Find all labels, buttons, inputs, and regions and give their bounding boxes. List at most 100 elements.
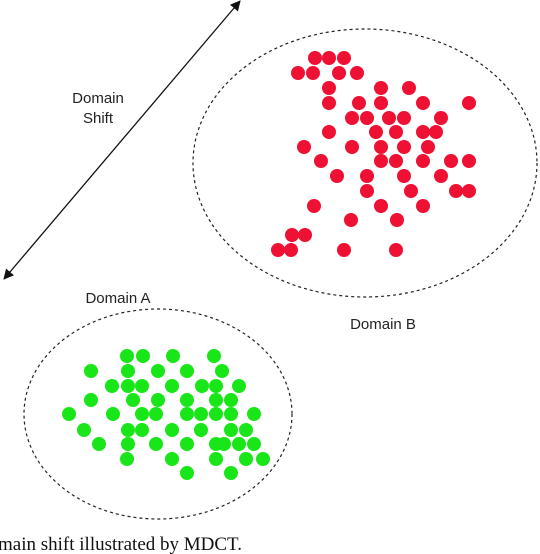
domain-a-point [247, 407, 261, 421]
domain-a-point [136, 349, 150, 363]
domain-a-point [194, 407, 208, 421]
domain-b-points [271, 51, 476, 257]
domain-a-point [217, 437, 231, 451]
domain-b-point [416, 154, 430, 168]
domain-b-point [462, 154, 476, 168]
domain-a-point [165, 452, 179, 466]
domain-a-point [209, 379, 223, 393]
domain-b-point [337, 51, 351, 65]
domain-b-point [322, 96, 336, 110]
domain-a-point [232, 379, 246, 393]
domain-a-point [209, 407, 223, 421]
domain-b-point [344, 213, 358, 227]
domain-a-point [180, 393, 194, 407]
domain-shift-label-line2: Shift [83, 110, 114, 127]
domain-b-point [298, 228, 312, 242]
domain-a-point [121, 364, 135, 378]
domain-a-point [180, 466, 194, 480]
domain-a-point [135, 379, 149, 393]
domain-b-point [332, 66, 346, 80]
domain-a-point [77, 423, 91, 437]
domain-a-point [195, 379, 209, 393]
domain-a-point [84, 364, 98, 378]
domain-b-point [337, 243, 351, 257]
domain-a-point [120, 452, 134, 466]
domain-b-point [360, 111, 374, 125]
domain-a-point [224, 423, 238, 437]
domain-b-point [416, 125, 430, 139]
domain-b-point [402, 81, 416, 95]
domain-b-point [285, 228, 299, 242]
domain-a-points [62, 349, 270, 480]
domain-b-point [374, 96, 388, 110]
domain-a-point [209, 452, 223, 466]
domain-a-point [92, 437, 106, 451]
domain-b-point [314, 154, 328, 168]
domain-b-point [397, 140, 411, 154]
domain-a-point [209, 393, 223, 407]
domain-a-point [121, 423, 135, 437]
domain-a-point [106, 407, 120, 421]
domain-a-point [149, 407, 163, 421]
domain-b-point [434, 169, 448, 183]
domain-b-point [352, 96, 366, 110]
domain-b-point [462, 184, 476, 198]
domain-shift-label-line1: Domain [72, 90, 124, 107]
domain-b-point [291, 66, 305, 80]
domain-b-point [369, 125, 383, 139]
domain-a-point [84, 393, 98, 407]
domain-b-point [416, 96, 430, 110]
domain-a-point [166, 349, 180, 363]
domain-a-point [151, 393, 165, 407]
domain-b-point [322, 51, 336, 65]
domain-a-point [232, 437, 246, 451]
domain-a-point [135, 407, 149, 421]
domain-b-point [297, 140, 311, 154]
domain-b-point [444, 154, 458, 168]
domain-a-point [149, 437, 163, 451]
domain-b-point [421, 140, 435, 154]
domain-a-point [121, 379, 135, 393]
domain-b-point [322, 125, 336, 139]
domain-a-point [239, 452, 253, 466]
domain-b-point [449, 184, 463, 198]
domain-b-point [389, 154, 403, 168]
domain-b-point [345, 140, 359, 154]
domain-a-point [207, 349, 221, 363]
domain-a-point [180, 437, 194, 451]
domain-a-point [121, 437, 135, 451]
domain-a-point [165, 423, 179, 437]
domain-a-point [224, 466, 238, 480]
domain-a-point [180, 407, 194, 421]
domain-a-label: Domain A [85, 290, 150, 307]
domain-a-point [120, 349, 134, 363]
domain-a-point [180, 364, 194, 378]
domain-b-point [397, 169, 411, 183]
domain-b-point [434, 111, 448, 125]
figure-caption: main shift illustrated by MDCT. [0, 534, 242, 554]
domain-b-point [284, 243, 298, 257]
domain-b-point [308, 51, 322, 65]
domain-a-point [62, 407, 76, 421]
domain-a-point [194, 423, 208, 437]
domain-b-point [360, 184, 374, 198]
domain-b-point [416, 199, 430, 213]
domain-b-point [374, 154, 388, 168]
domain-b-point [307, 199, 321, 213]
domain-b-point [306, 66, 320, 80]
domain-a-point [215, 364, 229, 378]
domain-b-point [382, 111, 396, 125]
domain-a-point [256, 452, 270, 466]
domain-b-point [390, 213, 404, 227]
domain-b-point [330, 169, 344, 183]
domain-b-point [389, 125, 403, 139]
domain-a-point [135, 423, 149, 437]
domain-a-point [224, 393, 238, 407]
domain-b-point [397, 111, 411, 125]
domain-b-point [271, 243, 285, 257]
domain-b-point [389, 243, 403, 257]
domain-a-point [247, 437, 261, 451]
domain-b-point [429, 125, 443, 139]
domain-a-point [151, 364, 165, 378]
